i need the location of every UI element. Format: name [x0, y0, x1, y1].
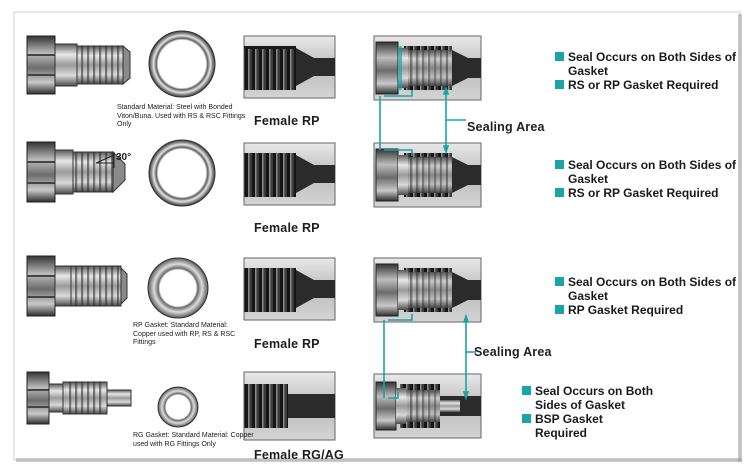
female-port-3	[243, 257, 336, 321]
assembly-2	[373, 142, 482, 208]
assembly-4	[373, 373, 482, 439]
note-line: Sides of Gasket	[535, 398, 626, 412]
note-line: Required	[535, 426, 588, 440]
bullet-icon	[555, 52, 564, 61]
gasket-note-4: RG Gasket: Standard Material: Copper use…	[133, 432, 254, 448]
notes-row-3: Seal Occurs on Both Sides of Gasket RP G…	[555, 275, 736, 317]
sealing-pointer-1	[379, 85, 466, 156]
male-fitting-rp	[26, 255, 128, 317]
note-line: BSP Gasket	[522, 412, 653, 426]
notes-row-4: Seal Occurs on Both Sides of Gasket BSP …	[522, 384, 653, 440]
note-line: Seal Occurs on Both Sides of	[555, 275, 736, 289]
assembly-1	[373, 35, 482, 101]
male-fitting-rsc	[26, 141, 126, 203]
sealing-area-label-2: Sealing Area	[474, 345, 552, 359]
note-line: Gasket	[568, 64, 609, 78]
female-label-2: Female RP	[254, 221, 320, 235]
bullet-icon	[555, 160, 564, 169]
angle-indicator	[95, 152, 115, 168]
female-label-3: Female RP	[254, 337, 320, 351]
note-line: RS or RP Gasket Required	[555, 186, 736, 200]
sealing-pointer-2	[383, 313, 476, 401]
bullet-icon	[555, 305, 564, 314]
bullet-icon	[555, 80, 564, 89]
female-port-4	[243, 371, 336, 441]
note-line: RP Gasket Required	[555, 303, 736, 317]
assembly-3	[373, 257, 482, 323]
bullet-icon	[522, 386, 531, 395]
gasket-note-3: RP Gasket: Standard Material: Copper use…	[133, 322, 236, 346]
note-line: Seal Occurs on Both	[522, 384, 653, 398]
female-port-1	[243, 35, 336, 99]
female-label-1: Female RP	[254, 114, 320, 128]
female-port-2	[243, 142, 336, 206]
sealing-area-label-1: Sealing Area	[467, 120, 545, 134]
note-line: Gasket	[568, 289, 609, 303]
gasket-rg	[157, 386, 199, 428]
note-line: Gasket	[568, 172, 609, 186]
angle-label: 30°	[116, 152, 132, 163]
bullet-icon	[555, 277, 564, 286]
gasket-note-1: Standard Material: Steel with Bonded Vit…	[117, 104, 246, 128]
male-fitting-rg	[26, 371, 132, 425]
bullet-icon	[522, 414, 531, 423]
notes-row-1: Seal Occurs on Both Sides of Gasket RS o…	[555, 50, 736, 92]
notes-row-2: Seal Occurs on Both Sides of Gasket RS o…	[555, 158, 736, 200]
male-fitting-rs	[26, 35, 131, 95]
female-label-4: Female RG/AG	[254, 448, 344, 462]
bullet-icon	[555, 188, 564, 197]
note-line: Seal Occurs on Both Sides of	[555, 50, 736, 64]
note-line: Seal Occurs on Both Sides of	[555, 158, 736, 172]
gasket-rp	[147, 257, 209, 319]
note-line: RS or RP Gasket Required	[555, 78, 736, 92]
gasket-rs	[148, 30, 216, 98]
gasket-rsc	[148, 139, 216, 207]
